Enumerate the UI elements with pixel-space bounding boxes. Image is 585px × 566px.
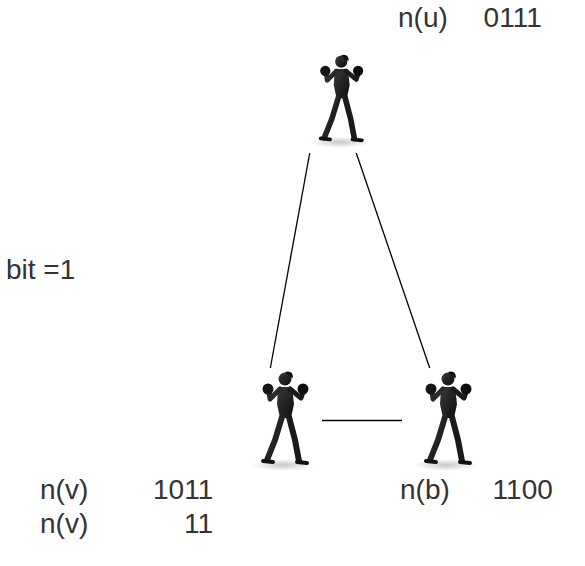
boxer-node: n(v) 1011n(v) 11 xyxy=(240,368,322,473)
link-line xyxy=(322,420,402,421)
boxer-figure xyxy=(300,48,375,153)
link-line xyxy=(270,153,309,368)
boxer-figure xyxy=(402,368,486,473)
link-line xyxy=(356,153,429,368)
node-label: n(b) 1100 xyxy=(400,474,553,506)
node-label: n(v) 11 xyxy=(40,508,213,540)
boxer-node: n(b) 1100 xyxy=(402,368,486,473)
boxer-figure xyxy=(240,368,322,473)
note-label: bit =1 xyxy=(6,254,75,286)
node-label: n(v) 1011 xyxy=(40,474,213,506)
boxer-node: n(u) 0111 xyxy=(300,48,375,153)
node-label: n(u) 0111 xyxy=(398,2,542,34)
